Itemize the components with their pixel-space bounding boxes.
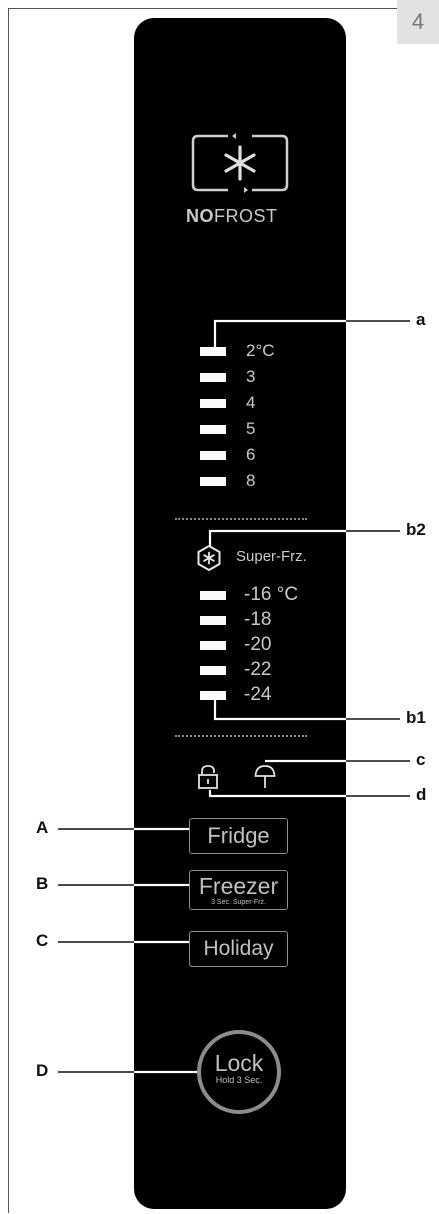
fridge-indicator-2 — [200, 347, 226, 356]
fridge-indicator-8 — [200, 477, 226, 486]
fridge-temp-label: 3 — [246, 367, 256, 386]
super-freeze-label: Super-Frz. — [236, 548, 307, 565]
holiday-button[interactable]: Holiday — [189, 931, 288, 967]
fridge-temp-label: 4 — [246, 393, 256, 412]
fridge-button[interactable]: Fridge — [189, 818, 288, 854]
freezer-button-sublabel: 3 Sec. Super-Frz. — [211, 899, 266, 906]
callout-label-D: D — [36, 1061, 49, 1080]
lock-icon — [197, 764, 219, 790]
freezer-indicator-20 — [200, 641, 226, 650]
divider-dots — [175, 518, 307, 520]
nofrost-logo-rest: FROST — [214, 206, 278, 226]
fridge-temp-label: 5 — [246, 419, 256, 438]
callout-label-b2: b2 — [406, 520, 426, 539]
fridge-temp-label: 8 — [246, 471, 256, 490]
nofrost-logo-text: NOFROST — [186, 206, 278, 227]
freezer-indicator-16 — [200, 591, 226, 600]
super-freeze-icon — [197, 544, 221, 572]
fridge-indicator-6 — [200, 451, 226, 460]
freezer-indicator-18 — [200, 616, 226, 625]
freezer-temp-label: -16 °C — [244, 584, 299, 605]
freezer-indicator-24 — [200, 691, 226, 700]
fridge-temp-label: 6 — [246, 445, 256, 464]
holiday-umbrella-icon — [254, 764, 276, 790]
freezer-button-label: Freezer — [198, 873, 279, 899]
page-number: 4 — [397, 0, 439, 44]
freezer-indicator-22 — [200, 666, 226, 675]
freezer-temp-label: -22 — [244, 659, 272, 680]
freezer-button[interactable]: Freezer 3 Sec. Super-Frz. — [189, 870, 288, 910]
lock-button-sublabel: Hold 3 Sec. — [215, 1075, 263, 1085]
callout-label-c: c — [416, 750, 426, 769]
fridge-button-label: Fridge — [207, 823, 270, 848]
freezer-temp-label: -24 — [244, 684, 272, 705]
divider-dots — [175, 735, 307, 737]
fridge-indicator-3 — [200, 373, 226, 382]
lock-button[interactable]: Lock Hold 3 Sec. — [197, 1030, 281, 1114]
fridge-indicator-4 — [200, 399, 226, 408]
callout-label-a: a — [416, 310, 426, 329]
holiday-button-label: Holiday — [203, 937, 274, 960]
callout-label-b1: b1 — [406, 708, 426, 727]
lock-button-label: Lock — [214, 1050, 264, 1076]
callout-label-B: B — [36, 874, 49, 893]
nofrost-icon — [190, 133, 290, 193]
callout-label-A: A — [36, 818, 49, 837]
freezer-temp-label: -18 — [244, 609, 272, 630]
freezer-temp-label: -20 — [244, 634, 272, 655]
callout-label-d: d — [416, 785, 427, 804]
nofrost-logo-bold: NO — [186, 206, 214, 226]
fridge-indicator-5 — [200, 425, 226, 434]
control-panel — [134, 18, 346, 1209]
callout-label-C: C — [36, 931, 49, 950]
page-frame — [8, 8, 438, 1213]
fridge-temp-label: 2°C — [246, 341, 275, 360]
